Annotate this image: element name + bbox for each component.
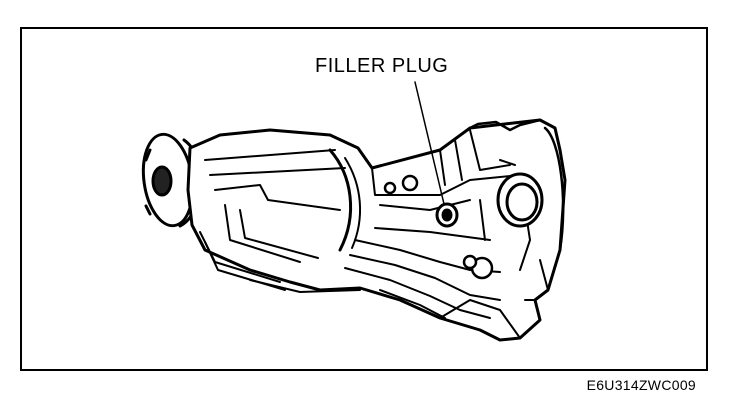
callout-leader-line bbox=[414, 81, 445, 205]
transmission-housing bbox=[186, 118, 567, 342]
side-bosses bbox=[383, 174, 494, 280]
figure-code: E6U314ZWC009 bbox=[586, 377, 696, 393]
filler-plug-label: FILLER PLUG bbox=[315, 55, 449, 77]
filler-plug bbox=[435, 202, 459, 228]
front-flange bbox=[141, 132, 203, 228]
rear-boss bbox=[496, 172, 544, 228]
